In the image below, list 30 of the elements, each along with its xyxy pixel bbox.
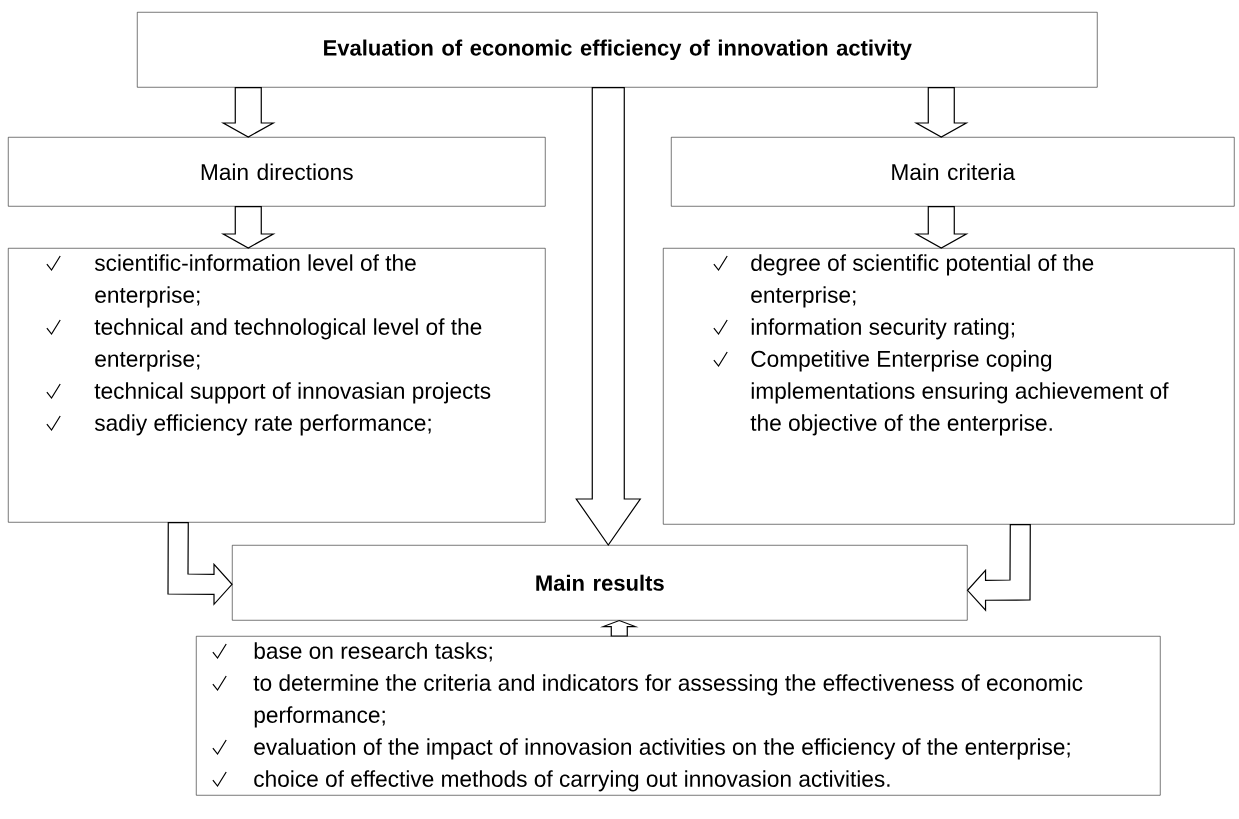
list-item: scientific-information level of the enterprise; xyxy=(94,254,416,308)
list-item: technical and technological level of the enterprise; xyxy=(94,318,482,372)
text-box xyxy=(671,137,1235,207)
block-arrow xyxy=(913,86,969,138)
text-box xyxy=(8,137,546,207)
list-box xyxy=(663,248,1235,525)
list-item: choice of effective methods of carrying out innovasion activities. xyxy=(254,770,890,792)
text-box xyxy=(137,12,1098,88)
list-box xyxy=(8,248,546,523)
block-arrow xyxy=(966,523,1031,612)
block-arrow xyxy=(220,205,276,249)
block-arrow xyxy=(913,205,969,249)
block-arrow xyxy=(167,521,233,606)
list-item: Competitive Enterprise coping implementations ensuring achievement of the objective of the enterprise. xyxy=(750,350,1169,436)
block-arrow xyxy=(575,86,642,547)
box-label: Main criteria xyxy=(892,163,1016,181)
box-label: Main results xyxy=(536,574,664,591)
list-item: sadiy efficiency rate performance; xyxy=(94,414,431,436)
block-arrow xyxy=(220,86,276,138)
list-item: evaluation of the impact of innovasion activities on the efficiency of the enterprise; xyxy=(254,738,1070,760)
list-item: base on research tasks; xyxy=(254,642,492,662)
block-arrow xyxy=(599,619,639,637)
list-item: information security rating; xyxy=(751,318,1014,340)
list-box xyxy=(196,636,1161,796)
list-item: degree of scientific potential of the enterprise; xyxy=(751,254,1094,308)
text-box xyxy=(232,545,968,621)
list-item: to determine the criteria and indicators for assessing the effectiveness of economic performance; xyxy=(253,674,1083,728)
box-label: Main directions xyxy=(201,163,353,181)
list-item: technical support of innovasian projects xyxy=(94,382,491,404)
box-label: Evaluation of economic efficiency of innovation activity xyxy=(324,39,912,60)
